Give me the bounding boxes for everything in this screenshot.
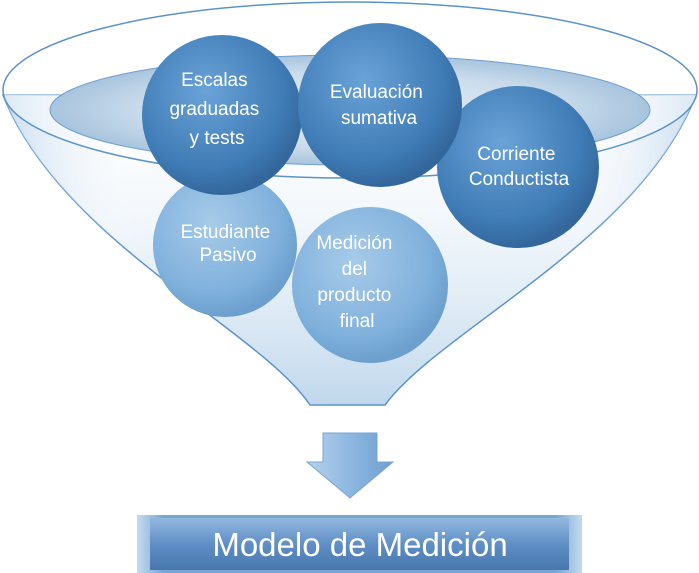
circle-label-line: Corriente (477, 144, 555, 165)
down-arrow-icon (305, 432, 395, 499)
circle-escalas-graduadas: Escalas graduadas y tests (142, 35, 302, 195)
svg-text:Estudiante Pasivo: Estudiante Pasivo (180, 222, 275, 266)
circle-label-line: Estudiante (180, 222, 270, 243)
circle-label-line: graduadas (169, 99, 259, 120)
circle-label-line: Escalas (181, 70, 248, 91)
circle-label-line: final (340, 311, 375, 332)
circle-evaluacion-sumativa: Evaluación sumativa (298, 23, 462, 187)
circle-label-line: producto (317, 285, 391, 306)
result-box-label: Modelo de Medición (212, 526, 507, 563)
svg-text:Escalas graduadas: Escalas graduadas y tests (169, 70, 264, 149)
circle-label-line: Pasivo (199, 245, 256, 266)
circle-label-line: Conductista (469, 169, 570, 190)
svg-text:Medición del produ: Medición del producto final (316, 233, 397, 332)
circle-label-line: del (342, 259, 367, 280)
svg-text:Corriente Conductista: Corriente Conductista (469, 144, 570, 190)
circle-medicion-producto-final: Medición del producto final (292, 207, 448, 363)
svg-text:Evaluación sumativa: Evaluación sumativa (330, 82, 428, 129)
circle-label-line: sumativa (341, 108, 417, 129)
circle-estudiante-pasivo: Estudiante Pasivo (153, 173, 297, 317)
circle-label-line: Evaluación (330, 82, 423, 103)
result-box: Modelo de Medición (137, 515, 582, 573)
circle-corriente-conductista: Corriente Conductista (437, 86, 599, 248)
circle-label-line: Medición (316, 233, 392, 254)
circle-label-line: y tests (190, 128, 245, 149)
